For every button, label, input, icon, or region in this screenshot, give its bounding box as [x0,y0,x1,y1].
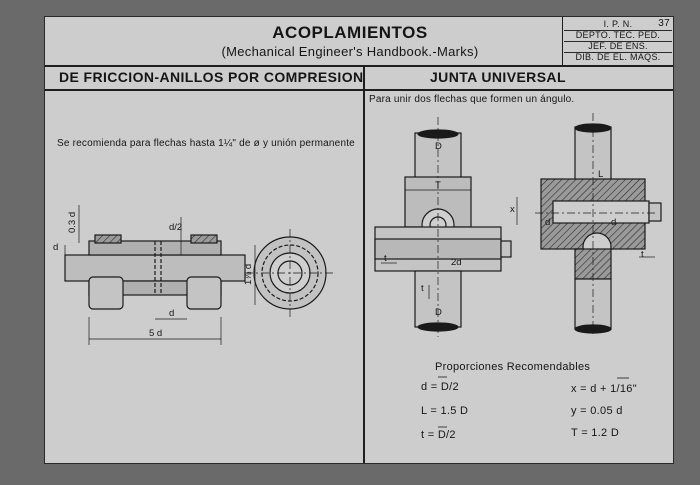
formula-T-rhs: 1.2 D [591,427,620,439]
formula-fraction-bars [438,376,629,428]
title-block-dib: DIB. DE EL. MAQS. [575,52,661,62]
dim-d-left: d [53,242,59,253]
center-divider [363,65,365,463]
formula-x-eq: = [580,383,587,395]
universal-joint-elevation [374,117,518,337]
header-divider [45,65,673,67]
formula-d-lhs: d [421,381,428,393]
dim-t-mid: t [421,283,424,294]
formula-y: y = 0.05 d [571,405,623,417]
formula-L-rhs: 1.5 D [440,405,469,417]
left-section-heading: DE FRICCION-ANILLOS POR COMPRESION [59,69,364,85]
formula-t-lhs: t [421,429,425,441]
right-section-note: Para unir dos flechas que formen un ángu… [369,94,575,105]
technical-drawings [64,113,662,428]
dim-t-left: t [384,253,387,264]
formula-d-rhs: D/2 [440,381,459,393]
formula-t-eq: = [427,429,435,441]
formula-T-lhs: T [571,427,578,439]
formula-L: L = 1.5 D [421,405,468,417]
title-block-jef: JEF. DE ENS. [564,41,672,53]
formula-y-lhs: y [571,405,577,417]
dim-1-7-8d: 1⅞ d [243,263,254,285]
drawing-sheet: ACOPLAMIENTOS (Mechanical Engineer's Han… [44,16,674,464]
formula-x-lhs: x [571,383,577,395]
ipn-label: I. P. N. [603,19,633,29]
dim-t-right: t [641,249,644,260]
dim-d-bottom: d [169,308,175,319]
title-block-depto: DEPTO. TEC. PED. [564,30,672,42]
formula-y-rhs: 0.05 d [590,405,623,417]
dim-2d: 2d [451,257,462,268]
friction-coupling-side-view [64,205,246,345]
page-title: ACOPLAMIENTOS [272,23,428,42]
titlebox-border [562,17,563,65]
left-section-note: Se recomienda para flechas hasta 1¼" de … [57,138,355,149]
sheet-number: 37 [658,18,670,29]
dim-5d: 5 d [149,328,163,339]
formula-L-lhs: L [421,405,428,417]
dim-D-top: D [435,141,442,152]
friction-coupling-end-view [245,229,335,317]
title-block: I. P. N. 37 DEPTO. TEC. PED. JEF. DE ENS… [564,18,672,63]
dim-L: L [598,169,604,180]
proportions-title: Proporciones Recomendables [435,361,591,373]
dim-D-bottom: D [435,307,442,318]
formula-T-eq: = [581,427,588,439]
dim-d-diag: d [611,217,617,228]
formula-d: d = D/2 [421,381,459,393]
dim-d-half: d/2 [169,222,183,233]
formula-x: x = d + 1/16" [571,383,637,395]
title-block-ipn: I. P. N. 37 [564,18,672,31]
formula-t-rhs: D/2 [437,429,456,441]
universal-joint-section [535,113,662,337]
dim-T: T [435,180,441,191]
formula-x-rhs: d + 1/16" [590,383,637,395]
right-section-heading: JUNTA UNIVERSAL [430,69,566,85]
dim-x: x [510,204,515,215]
formula-d-eq: = [430,381,438,393]
formula-t: t = D/2 [421,429,456,441]
formula-T: T = 1.2 D [571,427,619,439]
formula-y-eq: = [580,405,587,417]
dim-d-side: d [545,217,551,228]
dim-0-3d: 0.3 d [67,211,78,233]
section-heading-divider [45,89,673,91]
formula-L-eq: = [430,405,438,417]
page-subtitle: (Mechanical Engineer's Handbook.-Marks) [221,44,479,59]
